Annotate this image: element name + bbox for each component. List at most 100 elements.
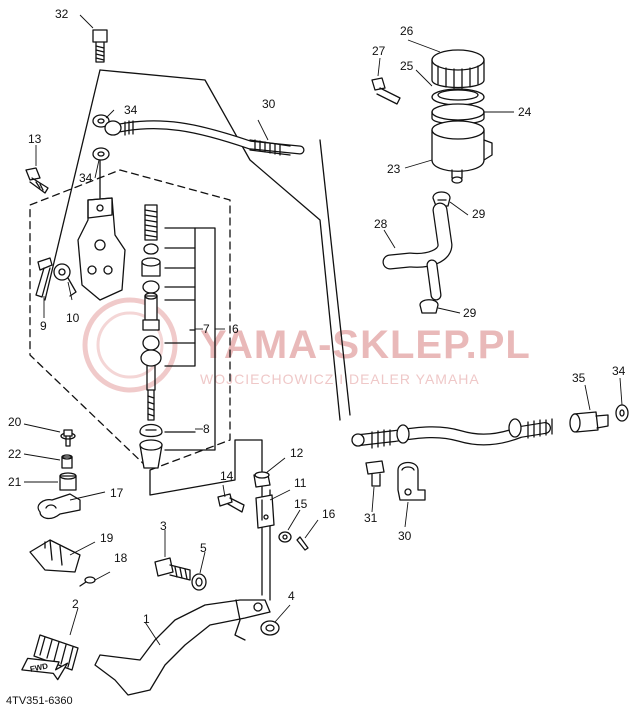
callout-29-upper: 29 [472, 207, 486, 221]
brake-hose-main [351, 418, 553, 449]
plate-25 [431, 88, 485, 106]
callout-24: 24 [518, 105, 532, 119]
hose-holder-31 [397, 461, 426, 501]
washer-34-right [615, 404, 629, 422]
reservoir-hose-28 [382, 202, 453, 301]
piston [142, 292, 160, 331]
bracket-6 [164, 227, 216, 451]
clevis-11 [255, 494, 275, 529]
callout-35: 35 [572, 371, 586, 385]
watermark-logo [82, 297, 178, 393]
callout-28: 28 [374, 217, 388, 231]
reference-line-hose [99, 69, 341, 421]
callout-12: 12 [290, 446, 304, 460]
watermark-title: YAMA-SKLEP.PL [200, 323, 531, 367]
brake-hose-30 [104, 120, 305, 156]
piston-seal [142, 335, 160, 351]
callout-31: 30 [398, 529, 412, 543]
spring-seat [143, 243, 159, 255]
bracket-19 [29, 539, 81, 573]
callout-3: 3 [160, 519, 167, 533]
callout-2: 2 [72, 597, 79, 611]
bolt-33 [92, 29, 108, 63]
callout-18: 18 [114, 551, 128, 565]
boot [139, 439, 163, 469]
bolt-3 [154, 557, 191, 581]
callout-23: 23 [387, 162, 401, 176]
circlip-8 [139, 423, 163, 438]
callout-5: 5 [200, 541, 207, 555]
callout-33: 32 [55, 7, 69, 21]
joint-10 [53, 263, 77, 297]
callout-34-upper: 34 [124, 103, 138, 117]
callout-30: 30 [262, 97, 276, 111]
screw-18 [79, 576, 96, 587]
callout-11: 11 [294, 476, 307, 490]
callout-9: 9 [40, 319, 47, 333]
callout-15: 15 [294, 497, 308, 511]
nut-12 [253, 471, 271, 488]
callout-17: 17 [110, 486, 124, 500]
bolt-20 [60, 429, 76, 447]
bolt-13 [25, 167, 49, 194]
cotter-pin-16 [296, 536, 309, 551]
callout-labels: 32 34 34 13 9 10 7 6 8 30 20 22 21 17 19… [8, 7, 626, 626]
assembly-outline-dashed [29, 169, 231, 471]
watermark-subtitle: WOJCIECHOWICZ I DEALER YAMAHA [200, 371, 480, 387]
washer-4 [260, 620, 280, 636]
bolt-27 [371, 77, 401, 105]
piston-ring [142, 280, 160, 294]
callout-7: 7 [203, 322, 210, 336]
callout-20: 20 [8, 415, 22, 429]
master-cylinder-body [77, 159, 126, 301]
callout-27: 27 [372, 44, 386, 58]
pin-14 [217, 493, 245, 513]
bolt-32 [365, 460, 385, 487]
callout-1: 1 [143, 612, 150, 626]
reference-line-main [319, 139, 351, 416]
callout-29-lower: 29 [463, 306, 477, 320]
callout-21: 21 [8, 475, 22, 489]
watermark: YAMA-SKLEP.PL WOJCIECHOWICZ I DEALER YAM… [82, 297, 531, 393]
reference-line-bolt [44, 69, 101, 301]
callout-leaders [23, 14, 623, 646]
washer-34-lower [92, 147, 110, 161]
union-bolt-35 [569, 411, 609, 433]
callout-10: 10 [66, 311, 80, 325]
piston-cup [141, 257, 161, 277]
clip-29-upper [432, 191, 451, 207]
washer-34-upper [92, 114, 110, 128]
callout-8: 8 [203, 422, 210, 436]
fwd-label: FWD [29, 661, 49, 674]
callout-32: 31 [364, 511, 378, 525]
callout-4: 4 [288, 589, 295, 603]
callout-13: 13 [28, 132, 42, 146]
pivot-pin-9 [35, 257, 53, 298]
clamp-17 [37, 493, 81, 520]
pedal-rubber-2 [33, 634, 79, 671]
bracket-7 [164, 227, 196, 367]
reservoir-cap-26 [431, 49, 485, 89]
callout-6: 6 [232, 322, 239, 336]
grommet-22 [61, 454, 73, 469]
washer-15 [278, 531, 292, 543]
reservoir-23 [431, 120, 493, 184]
reference-line-lower [149, 439, 263, 596]
brake-pedal-1 [94, 599, 271, 696]
callout-19: 19 [100, 531, 114, 545]
callout-16: 16 [322, 507, 336, 521]
fwd-arrow [21, 657, 69, 681]
callout-25: 25 [400, 59, 414, 73]
diagram-code: 4TV351-6360 [6, 695, 73, 707]
callout-26: 26 [400, 24, 414, 38]
callout-34-right: 34 [612, 364, 626, 378]
clip-29-lower [419, 299, 439, 314]
callout-14: 14 [220, 469, 234, 483]
collar-21 [59, 472, 77, 491]
callout-22: 22 [8, 447, 22, 461]
callout-34-lower: 34 [79, 171, 93, 185]
washer-5 [191, 573, 207, 591]
push-rod [140, 349, 162, 421]
